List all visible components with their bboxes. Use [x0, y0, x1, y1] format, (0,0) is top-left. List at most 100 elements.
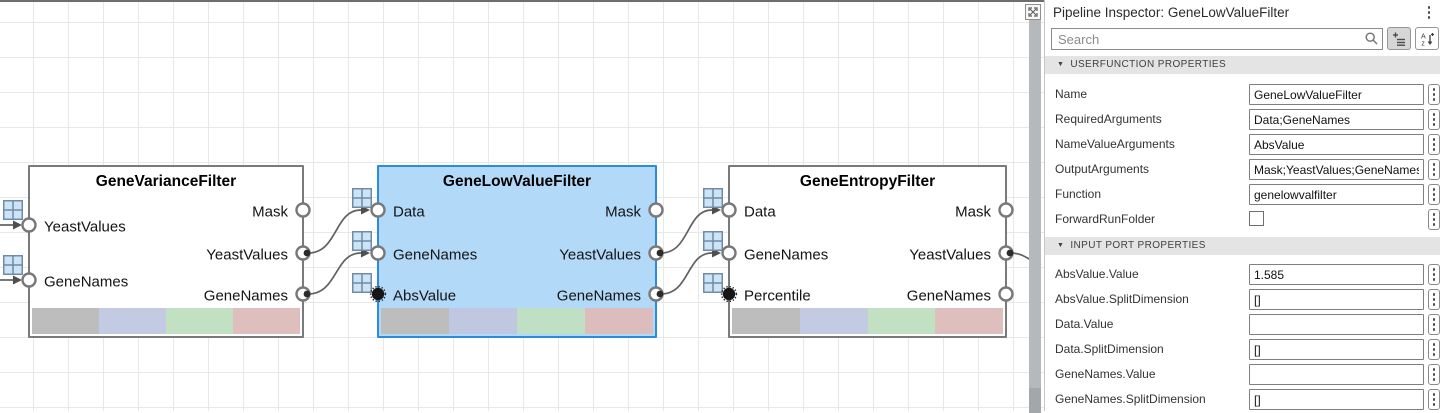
matrix-preview-icon[interactable]: [703, 273, 723, 293]
property-value-input[interactable]: [1249, 389, 1424, 410]
input-port-label: GeneNames: [744, 246, 829, 264]
group-by-category-button[interactable]: [1387, 27, 1411, 50]
input-port[interactable]: [370, 245, 386, 261]
panel-menu-button[interactable]: [1427, 6, 1430, 19]
row-options-button[interactable]: [1428, 84, 1440, 105]
wire[interactable]: [307, 252, 362, 295]
wire[interactable]: [660, 209, 713, 254]
property-value-input[interactable]: [1249, 314, 1424, 335]
property-value-input[interactable]: [1249, 289, 1424, 310]
matrix-preview-icon[interactable]: [352, 188, 372, 208]
pipeline-canvas[interactable]: GeneVarianceFilter YeastValues GeneNames…: [0, 0, 1044, 413]
row-options-button[interactable]: [1428, 314, 1440, 335]
wire[interactable]: [307, 209, 362, 254]
output-port-label: GeneNames: [203, 287, 288, 305]
section-title: USERFUNCTION PROPERTIES: [1070, 59, 1227, 70]
kebab-icon: [1432, 113, 1436, 126]
property-label: GeneNames.Value: [1055, 367, 1156, 381]
expand-icon: [1028, 7, 1038, 17]
matrix-preview-icon[interactable]: [3, 200, 23, 220]
output-port[interactable]: [998, 202, 1014, 218]
input-port-label: YeastValues: [44, 218, 126, 236]
input-port[interactable]: [370, 202, 386, 218]
row-options-button[interactable]: [1428, 264, 1440, 285]
property-value-input[interactable]: [1249, 84, 1424, 105]
row-options-button[interactable]: [1428, 364, 1440, 385]
property-value-input[interactable]: [1249, 159, 1424, 180]
row-options-button[interactable]: [1428, 184, 1440, 205]
output-port[interactable]: [648, 202, 664, 218]
expand-canvas-button[interactable]: [1025, 4, 1041, 20]
kebab-icon: [1432, 88, 1436, 101]
output-connected-dot: [1006, 249, 1014, 257]
property-label: Function: [1055, 187, 1102, 201]
property-label: Name: [1055, 87, 1088, 101]
block-status-stripe: [732, 308, 1003, 334]
output-port[interactable]: [295, 202, 311, 218]
property-label: Data.SplitDimension: [1055, 342, 1164, 356]
sort-az-icon: A z: [1421, 32, 1434, 46]
svg-text:z: z: [1421, 40, 1425, 46]
forwardrunfolder-checkbox[interactable]: [1249, 211, 1264, 226]
property-label: GeneNames.SplitDimension: [1055, 392, 1206, 406]
matrix-preview-icon[interactable]: [352, 273, 372, 293]
property-label: OutputArguments: [1055, 162, 1150, 176]
property-value-input[interactable]: [1249, 109, 1424, 130]
input-port[interactable]: [21, 272, 37, 288]
property-value-input[interactable]: [1249, 134, 1424, 155]
property-row: RequiredArguments: [1045, 107, 1440, 132]
node-title: GeneVarianceFilter: [95, 173, 237, 190]
input-port[interactable]: [721, 245, 737, 261]
row-options-button[interactable]: [1428, 289, 1440, 310]
kebab-icon: [1432, 268, 1436, 281]
panel-title: Pipeline Inspector: GeneLowValueFilter: [1053, 5, 1290, 20]
property-value-input[interactable]: [1249, 184, 1424, 205]
property-row: GeneNames.Value: [1045, 362, 1440, 387]
sort-alphabetical-button[interactable]: A z: [1415, 27, 1439, 50]
node-gene-low-value-filter[interactable]: GeneLowValueFilter Data GeneNames AbsVal…: [377, 165, 657, 338]
section-input-port-properties[interactable]: ▼INPUT PORT PROPERTIES: [1045, 237, 1440, 255]
property-label: AbsValue.Value: [1055, 267, 1139, 281]
output-port[interactable]: [998, 286, 1014, 302]
wire-arrowhead: [13, 220, 22, 230]
scrollbar-thumb[interactable]: [1029, 20, 1041, 388]
kebab-icon: [1432, 188, 1436, 201]
property-label: RequiredArguments: [1055, 112, 1162, 126]
property-label: ForwardRunFolder: [1055, 212, 1156, 226]
matrix-preview-icon[interactable]: [703, 231, 723, 251]
canvas-scrollbar[interactable]: [1029, 20, 1041, 413]
value-port[interactable]: [720, 285, 738, 303]
row-options-button[interactable]: [1428, 159, 1440, 180]
row-options-button[interactable]: [1428, 134, 1440, 155]
section-userfunction-properties[interactable]: ▼USERFUNCTION PROPERTIES: [1045, 56, 1440, 74]
matrix-preview-icon[interactable]: [3, 255, 23, 275]
output-connected-dot: [303, 290, 311, 298]
connection-layer: [0, 188, 1042, 303]
property-row: AbsValue.Value: [1045, 262, 1440, 287]
property-value-input[interactable]: [1249, 339, 1424, 360]
property-row: Data.SplitDimension: [1045, 337, 1440, 362]
row-options-button[interactable]: [1428, 109, 1440, 130]
wire[interactable]: [660, 252, 713, 295]
group-list-icon: [1393, 32, 1405, 46]
value-port[interactable]: [369, 285, 387, 303]
input-port[interactable]: [21, 217, 37, 233]
node-gene-variance-filter[interactable]: GeneVarianceFilter YeastValues GeneNames…: [28, 165, 304, 338]
section-title: INPUT PORT PROPERTIES: [1070, 240, 1206, 251]
row-options-button[interactable]: [1428, 209, 1440, 230]
input-port-label: GeneNames: [44, 273, 129, 291]
node-title: GeneEntropyFilter: [799, 173, 936, 190]
matrix-preview-icon[interactable]: [703, 188, 723, 208]
input-port[interactable]: [721, 202, 737, 218]
row-options-button[interactable]: [1428, 339, 1440, 360]
search-input[interactable]: [1051, 28, 1383, 50]
node-gene-entropy-filter[interactable]: GeneEntropyFilter Data GeneNames Percent…: [728, 165, 1007, 338]
output-connected-dot: [656, 249, 664, 257]
property-row: GeneNames.SplitDimension: [1045, 387, 1440, 412]
property-value-input[interactable]: [1249, 264, 1424, 285]
kebab-icon: [1432, 393, 1436, 406]
node-title: GeneLowValueFilter: [442, 173, 592, 190]
row-options-button[interactable]: [1428, 389, 1440, 410]
property-value-input[interactable]: [1249, 364, 1424, 385]
matrix-preview-icon[interactable]: [352, 231, 372, 251]
